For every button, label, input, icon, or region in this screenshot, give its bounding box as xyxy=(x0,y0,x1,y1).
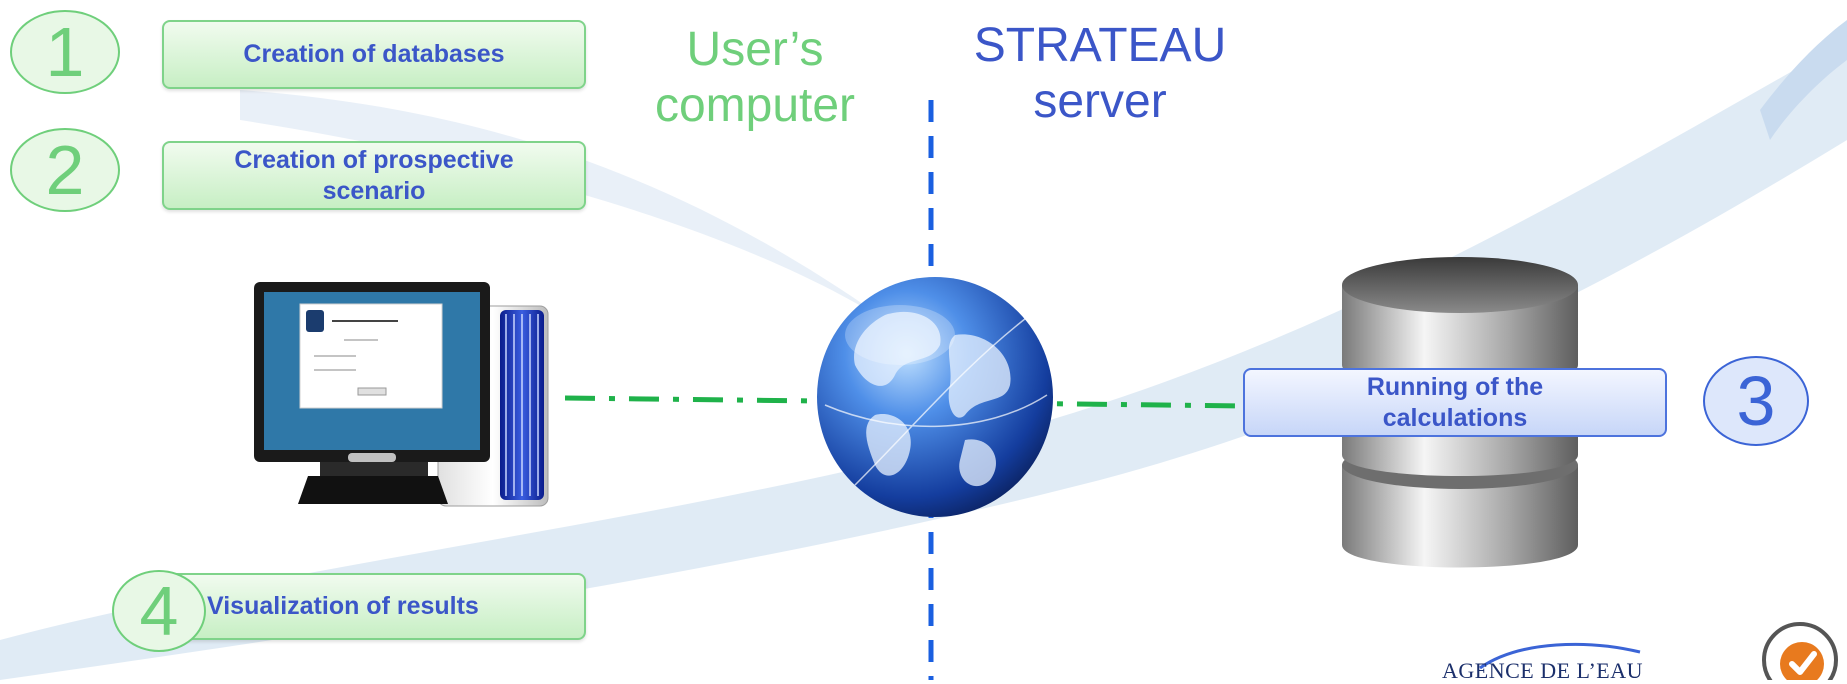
users-computer-heading: User’s computer xyxy=(620,22,890,134)
step-4-box[interactable]: Visualization of results xyxy=(160,573,586,640)
agency-name: AGENCE DE L’EAU xyxy=(1442,658,1643,683)
step-2-box[interactable]: Creation of prospective scenario xyxy=(162,141,586,210)
step-2-number: 2 xyxy=(10,128,120,212)
globe-icon xyxy=(817,277,1053,517)
step-4-label: Visualization of results xyxy=(207,592,479,620)
heading-line: User’s xyxy=(686,23,824,76)
strateau-server-heading: STRATEAU server xyxy=(960,18,1240,130)
step-4-number: 4 xyxy=(112,570,206,652)
step-3-number: 3 xyxy=(1703,356,1809,446)
computer-icon xyxy=(254,282,549,507)
heading-line: server xyxy=(1033,75,1167,128)
agency-logo: AGENCE DE L’EAU xyxy=(1430,640,1710,683)
heading-line: STRATEAU xyxy=(973,19,1227,72)
certification-badge-icon xyxy=(1762,622,1838,680)
step-3-box[interactable]: Running of the calculations xyxy=(1243,368,1667,437)
heading-line: computer xyxy=(654,79,856,132)
step-1-box[interactable]: Creation of databases xyxy=(162,20,586,89)
logo-swoosh-icon xyxy=(1479,642,1641,670)
step-1-number: 1 xyxy=(10,10,120,94)
